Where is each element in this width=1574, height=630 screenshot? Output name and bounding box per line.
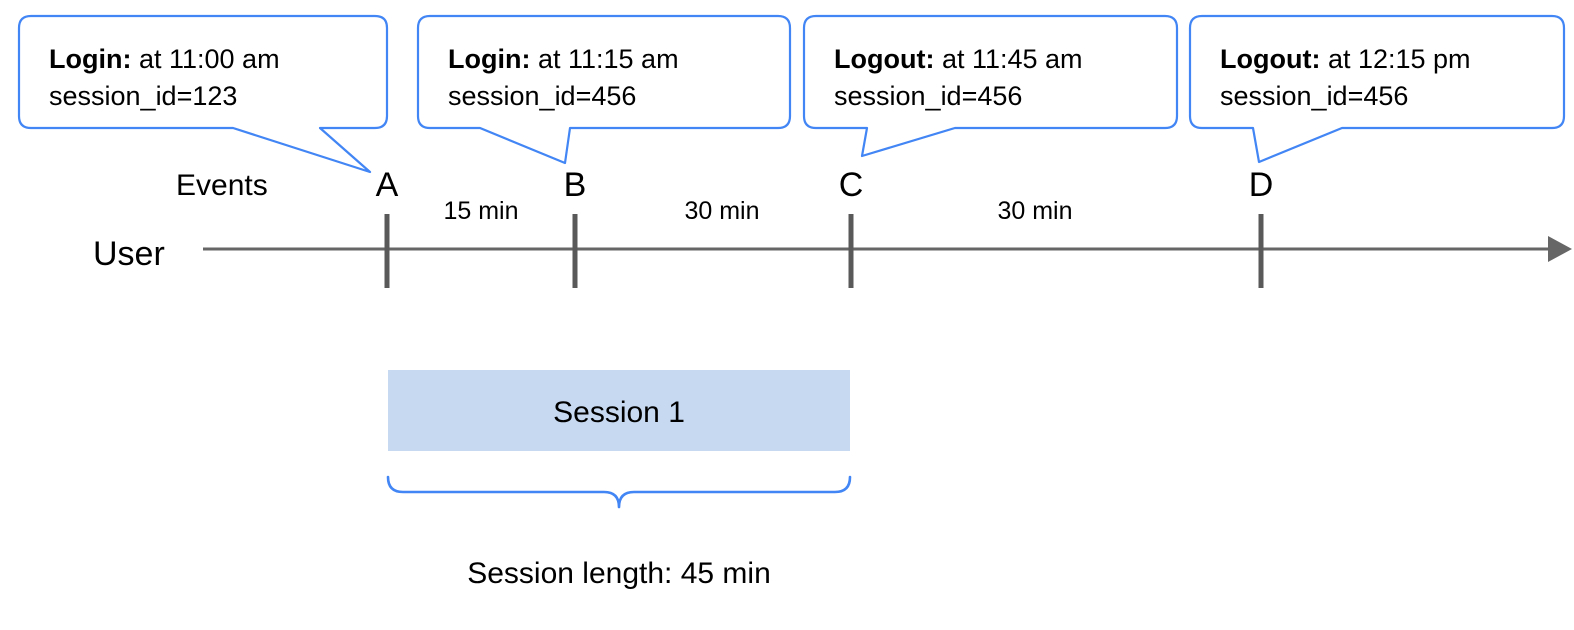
event-letter-c: C xyxy=(839,166,864,204)
callout-d-time: at 12:15 pm xyxy=(1320,44,1470,74)
callout-d-bubble xyxy=(1188,14,1566,164)
callout-b-line2: session_id=456 xyxy=(448,81,636,111)
callout-d-kind: Logout: xyxy=(1220,44,1320,74)
session-bar-label: Session 1 xyxy=(553,396,685,429)
callout-c-line1: Logout: at 11:45 am xyxy=(834,44,1083,74)
event-letter-a: A xyxy=(376,166,399,204)
callout-b-kind: Login: xyxy=(448,44,530,74)
event-letter-b: B xyxy=(564,166,587,204)
timeline-axis xyxy=(203,236,1572,262)
callout-c-bubble xyxy=(802,14,1179,158)
session-bar[interactable]: Session 1 xyxy=(388,370,850,451)
callout-c[interactable]: Logout: at 11:45 am session_id=456 xyxy=(802,14,1179,158)
callout-d[interactable]: Logout: at 12:15 pm session_id=456 xyxy=(1188,14,1566,164)
user-lane-label: User xyxy=(93,235,165,273)
events-row-label: Events xyxy=(176,169,268,202)
callout-a-line1: Login: at 11:00 am xyxy=(49,44,280,74)
callout-d-line1: Logout: at 12:15 pm xyxy=(1220,44,1471,74)
interval-label-cd: 30 min xyxy=(997,197,1072,225)
callout-a-bubble xyxy=(17,14,389,174)
callout-b-line1: Login: at 11:15 am xyxy=(448,44,679,74)
session-length-label: Session length: 45 min xyxy=(467,557,771,590)
interval-label-bc: 30 min xyxy=(684,197,759,225)
callout-a-time: at 11:00 am xyxy=(131,44,279,74)
callout-c-time: at 11:45 am xyxy=(934,44,1082,74)
callout-a-kind: Login: xyxy=(49,44,131,74)
interval-label-ab: 15 min xyxy=(443,197,518,225)
session-brace xyxy=(386,475,852,509)
timeline-arrowhead xyxy=(1548,236,1572,262)
callout-a-line2: session_id=123 xyxy=(49,81,237,111)
callout-b-bubble xyxy=(416,14,792,165)
callout-c-line2: session_id=456 xyxy=(834,81,1022,111)
callout-c-kind: Logout: xyxy=(834,44,934,74)
callout-b[interactable]: Login: at 11:15 am session_id=456 xyxy=(416,14,792,165)
callout-d-line2: session_id=456 xyxy=(1220,81,1408,111)
callout-a[interactable]: Login: at 11:00 am session_id=123 xyxy=(17,14,389,174)
session-bar-rect xyxy=(388,370,850,451)
callout-b-time: at 11:15 am xyxy=(530,44,678,74)
event-letter-d: D xyxy=(1249,166,1274,204)
